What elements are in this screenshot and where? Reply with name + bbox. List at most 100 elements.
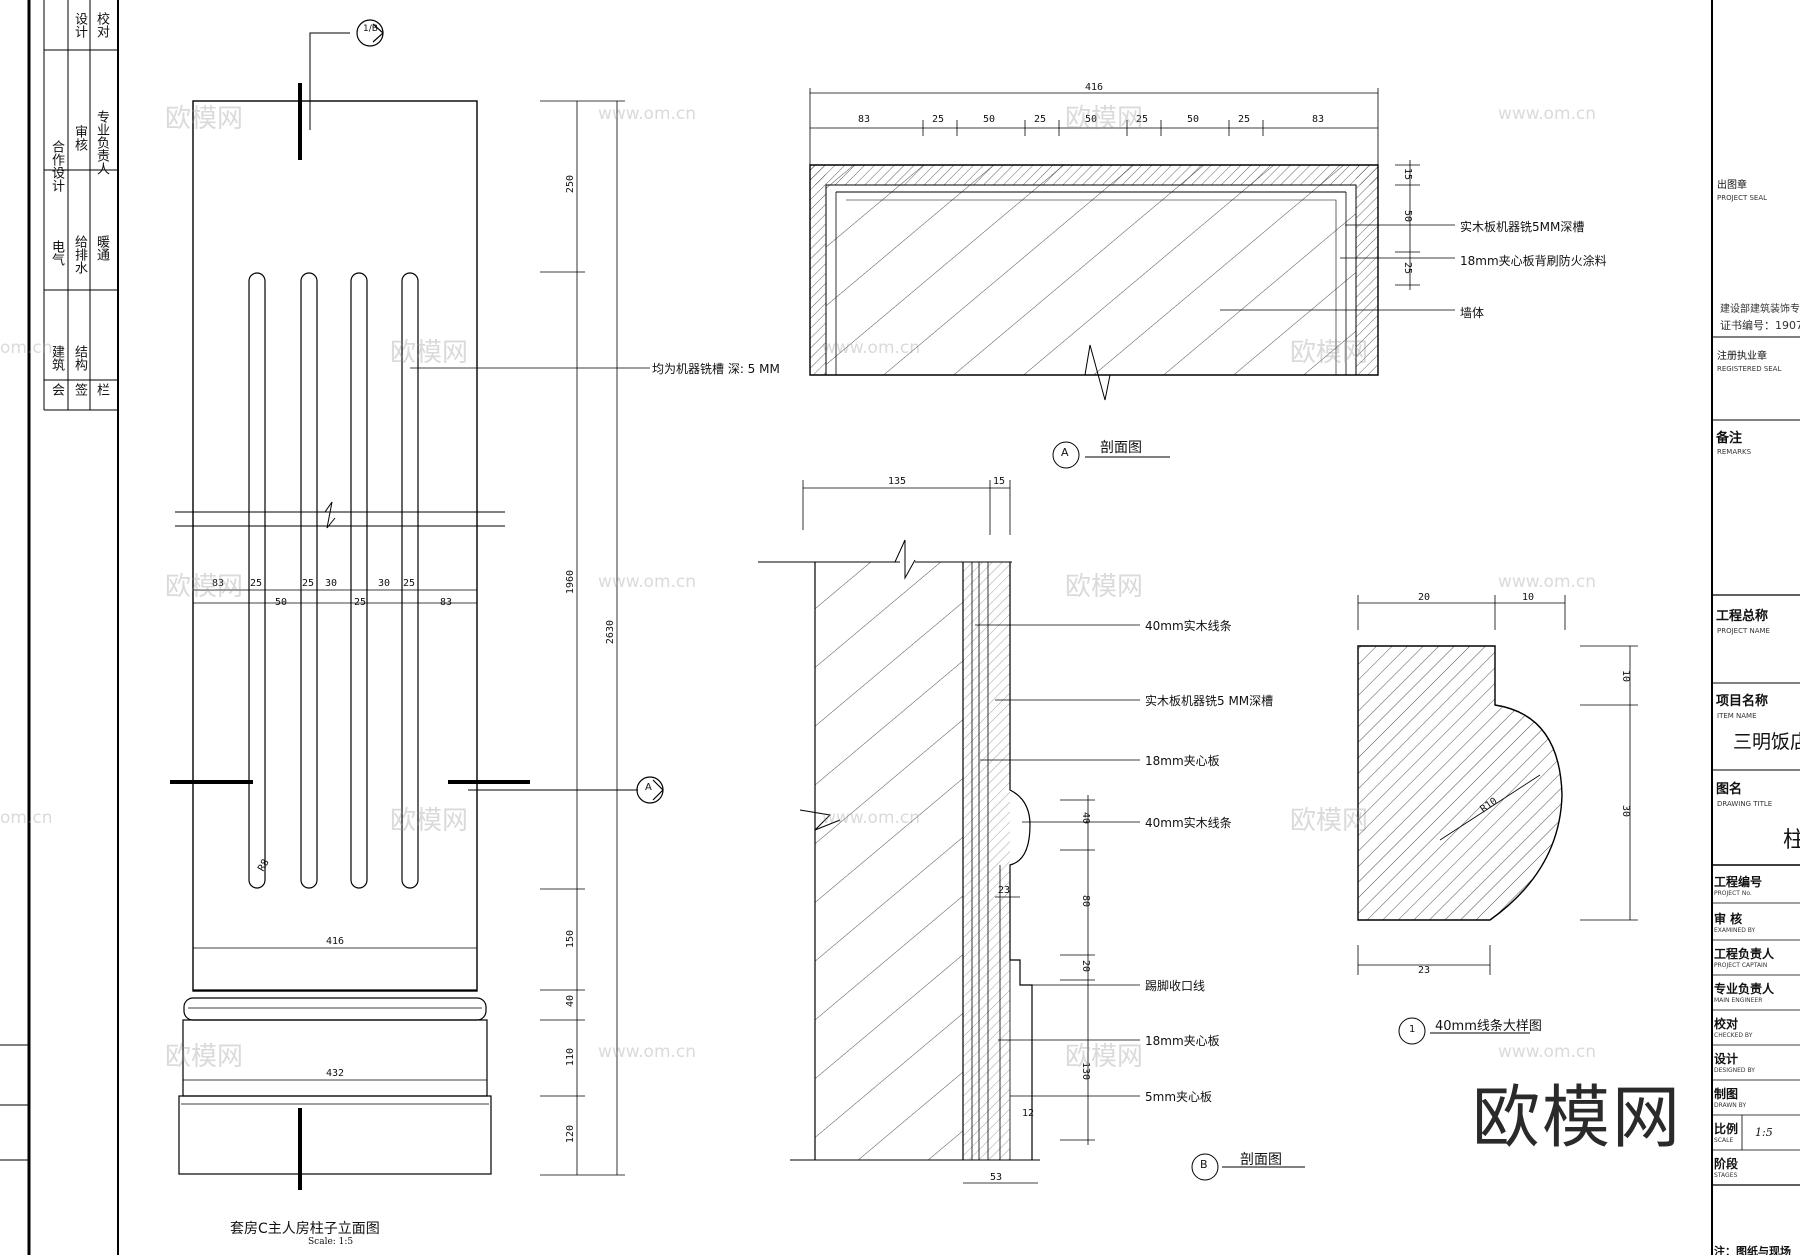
- sec-a-label-2: 18mm夹心板背刷防火涂料: [1460, 254, 1607, 268]
- sec-a-rdim-3: 25: [1402, 262, 1413, 275]
- section-a-title: 剖面图: [1100, 440, 1142, 456]
- tb-item-value: 三明饭店: [1733, 731, 1800, 753]
- section-mark-side: A: [645, 782, 652, 793]
- tb-row-label: 工程编号: [1714, 875, 1763, 889]
- tb-seal-en: PROJECT SEAL: [1717, 194, 1768, 202]
- watermark-url: www.om.cn: [1498, 104, 1597, 124]
- sec-a-dim-8: 25: [1238, 114, 1251, 125]
- sec-b-label-3: 18mm夹心板: [1145, 754, 1220, 768]
- watermark-url: www.om.cn: [598, 104, 697, 124]
- sec-b-dim-15: 15: [993, 476, 1006, 487]
- groove-note: 均为机器铣槽 深: 5 MM: [652, 362, 780, 376]
- section-b-drawing: [758, 480, 1305, 1184]
- sec-b-rdim-2: 80: [1080, 895, 1091, 908]
- tb-row-label: 审 核: [1714, 912, 1743, 926]
- sec-b-label-4: 40mm实木线条: [1145, 816, 1232, 830]
- tb-project-en: PROJECT NAME: [1717, 627, 1770, 635]
- elevation-title: 套房C主人房柱子立面图: [230, 1221, 380, 1237]
- section-a-mark: A: [1061, 446, 1069, 459]
- elev-dim-432: 432: [326, 1068, 345, 1079]
- section-b-title: 剖面图: [1240, 1152, 1282, 1168]
- detail-dim-23: 23: [1418, 965, 1431, 976]
- watermark-brand: 欧模网: [1290, 338, 1369, 368]
- strip-architecture: 建筑: [49, 345, 64, 371]
- elev-vdim-2630: 2630: [605, 620, 616, 645]
- strip-plumbing: 给排水: [72, 235, 87, 274]
- sec-b-rdim-3: 20: [1080, 960, 1091, 973]
- elev-vdim-120: 120: [565, 1125, 576, 1144]
- sec-b-rdim-1: 40: [1080, 812, 1091, 825]
- strip-lead: 专业负责人: [94, 110, 109, 175]
- tb-row-en: DESIGNED BY: [1714, 1067, 1755, 1074]
- sec-a-rdim-2: 50: [1402, 210, 1413, 223]
- strip-review: 审核: [72, 125, 87, 151]
- detail-title: 40mm线条大样图: [1435, 1019, 1542, 1034]
- tb-drawing-en: DRAWING TITLE: [1717, 800, 1773, 808]
- sec-b-label-1: 40mm实木线条: [1145, 619, 1232, 633]
- sec-a-dim-3: 50: [983, 114, 996, 125]
- tb-row-label: 制图: [1714, 1087, 1739, 1101]
- watermark-brand: 欧模网: [1065, 572, 1144, 602]
- elev-dim-5: 30: [325, 578, 338, 589]
- strip-structure: 结构: [72, 345, 87, 371]
- strip-hvac: 暖通: [94, 235, 109, 261]
- tb-row-en: EXAMINED BY: [1714, 927, 1756, 934]
- sec-b-dim-23: 23: [998, 885, 1011, 896]
- elevation-scale: Scale: 1:5: [308, 1237, 354, 1247]
- sec-b-label-5: 踢脚收口线: [1145, 979, 1206, 993]
- tb-row-label: 工程负责人: [1714, 947, 1775, 961]
- tb-reg-en: REGISTERED SEAL: [1717, 365, 1782, 373]
- tb-row-en: SCALE: [1714, 1137, 1734, 1144]
- watermark-brand: 欧模网: [165, 104, 244, 134]
- watermark-brand: 欧模网: [165, 1042, 244, 1072]
- detail-dim-20: 20: [1418, 592, 1431, 603]
- elev-vdim-1960: 1960: [565, 570, 576, 595]
- watermark-brand: 欧模网: [390, 806, 469, 836]
- elev-dim-4: 25: [302, 578, 315, 589]
- watermark-brand: 欧模网: [390, 338, 469, 368]
- sec-a-dim-1: 83: [858, 114, 871, 125]
- tb-remarks-cn: 备注: [1716, 431, 1743, 446]
- elev-dim-416: 416: [326, 936, 345, 947]
- sec-a-dim-2: 25: [932, 114, 945, 125]
- sec-a-rdim-1: 15: [1402, 168, 1413, 181]
- section-a-drawing: [809, 88, 1455, 469]
- sec-a-label-1: 实木板机器铣5MM深槽: [1460, 220, 1585, 234]
- detail-rdim-30: 30: [1620, 805, 1631, 818]
- elev-dim-8: 25: [403, 578, 416, 589]
- tb-row-en: DRAWN BY: [1714, 1102, 1747, 1109]
- strip-electrical: 电气: [49, 240, 64, 266]
- elev-dim-2: 25: [250, 578, 263, 589]
- title-block: [1712, 336, 1800, 1186]
- sec-b-label-2: 实木板机器铣5 MM深槽: [1145, 694, 1274, 708]
- elev-dim-7: 30: [378, 578, 391, 589]
- watermark-brand: 欧模网: [1065, 1042, 1144, 1072]
- strip-qian: 签: [72, 383, 87, 396]
- sec-a-label-3: 墙体: [1460, 306, 1485, 320]
- tb-project-cn: 工程总称: [1716, 609, 1769, 624]
- strip-design: 设计: [72, 12, 87, 38]
- tb-row-en: PROJECT No.: [1714, 890, 1752, 897]
- tb-seal-cn: 出图章: [1717, 180, 1747, 191]
- sec-a-dim-5: 50: [1085, 114, 1098, 125]
- detail-mark: 1: [1409, 1024, 1416, 1035]
- watermark-brand: 欧模网: [1065, 104, 1144, 134]
- tb-scale-value: 1:5: [1755, 1126, 1773, 1139]
- elev-vdim-40: 40: [565, 995, 576, 1008]
- strip-check: 校对: [94, 12, 109, 38]
- tb-remarks-en: REMARKS: [1717, 448, 1752, 456]
- elev-dim-3: 50: [275, 597, 288, 608]
- watermark-url: www.om.cn: [822, 338, 921, 358]
- watermark-url: www.om.cn: [598, 1042, 697, 1062]
- tb-row-label: 阶段: [1714, 1157, 1739, 1171]
- tb-note: 注：图纸与现场: [1714, 1245, 1791, 1255]
- strip-lan: 栏: [94, 383, 109, 396]
- section-b-mark: B: [1200, 1158, 1208, 1171]
- sec-b-label-7: 5mm夹心板: [1145, 1090, 1213, 1104]
- tb-row-en: MAIN ENGINEER: [1714, 997, 1763, 1004]
- elev-vdim-150: 150: [565, 930, 576, 949]
- tb-row-label: 比例: [1714, 1122, 1739, 1136]
- sec-b-rdim-5: 12: [1022, 1108, 1035, 1119]
